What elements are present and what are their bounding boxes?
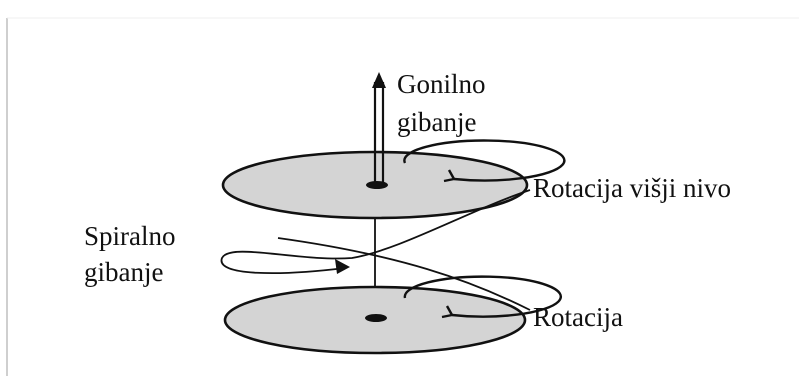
lower-rotation-label: Rotacija — [533, 302, 623, 332]
upper-rotation-label: Rotacija višji nivo — [533, 173, 731, 203]
spiral-arrow-head — [335, 259, 350, 274]
lower-rotation-ring — [403, 275, 562, 318]
lower-disc — [223, 275, 562, 355]
lower-rotation-leader — [277, 237, 531, 311]
upper-rotation-arrow — [443, 169, 456, 183]
upper-disc — [221, 139, 566, 220]
driving-motion-arrow — [372, 72, 386, 183]
spiral-motion-label-line1: Spiralno — [84, 221, 176, 251]
upper-axis-hub — [366, 181, 388, 189]
lower-rotation-arrow — [441, 305, 454, 319]
spiral-motion-label-line2: gibanje — [84, 257, 163, 287]
driving-arrow-head — [372, 72, 386, 88]
driving-motion-label-line2: gibanje — [397, 107, 476, 137]
spiral-motion-path — [220, 189, 531, 275]
driving-motion-label-line1: Gonilno — [397, 69, 486, 99]
upper-rotation-ring — [403, 139, 566, 182]
lower-axis-hub — [365, 314, 387, 322]
